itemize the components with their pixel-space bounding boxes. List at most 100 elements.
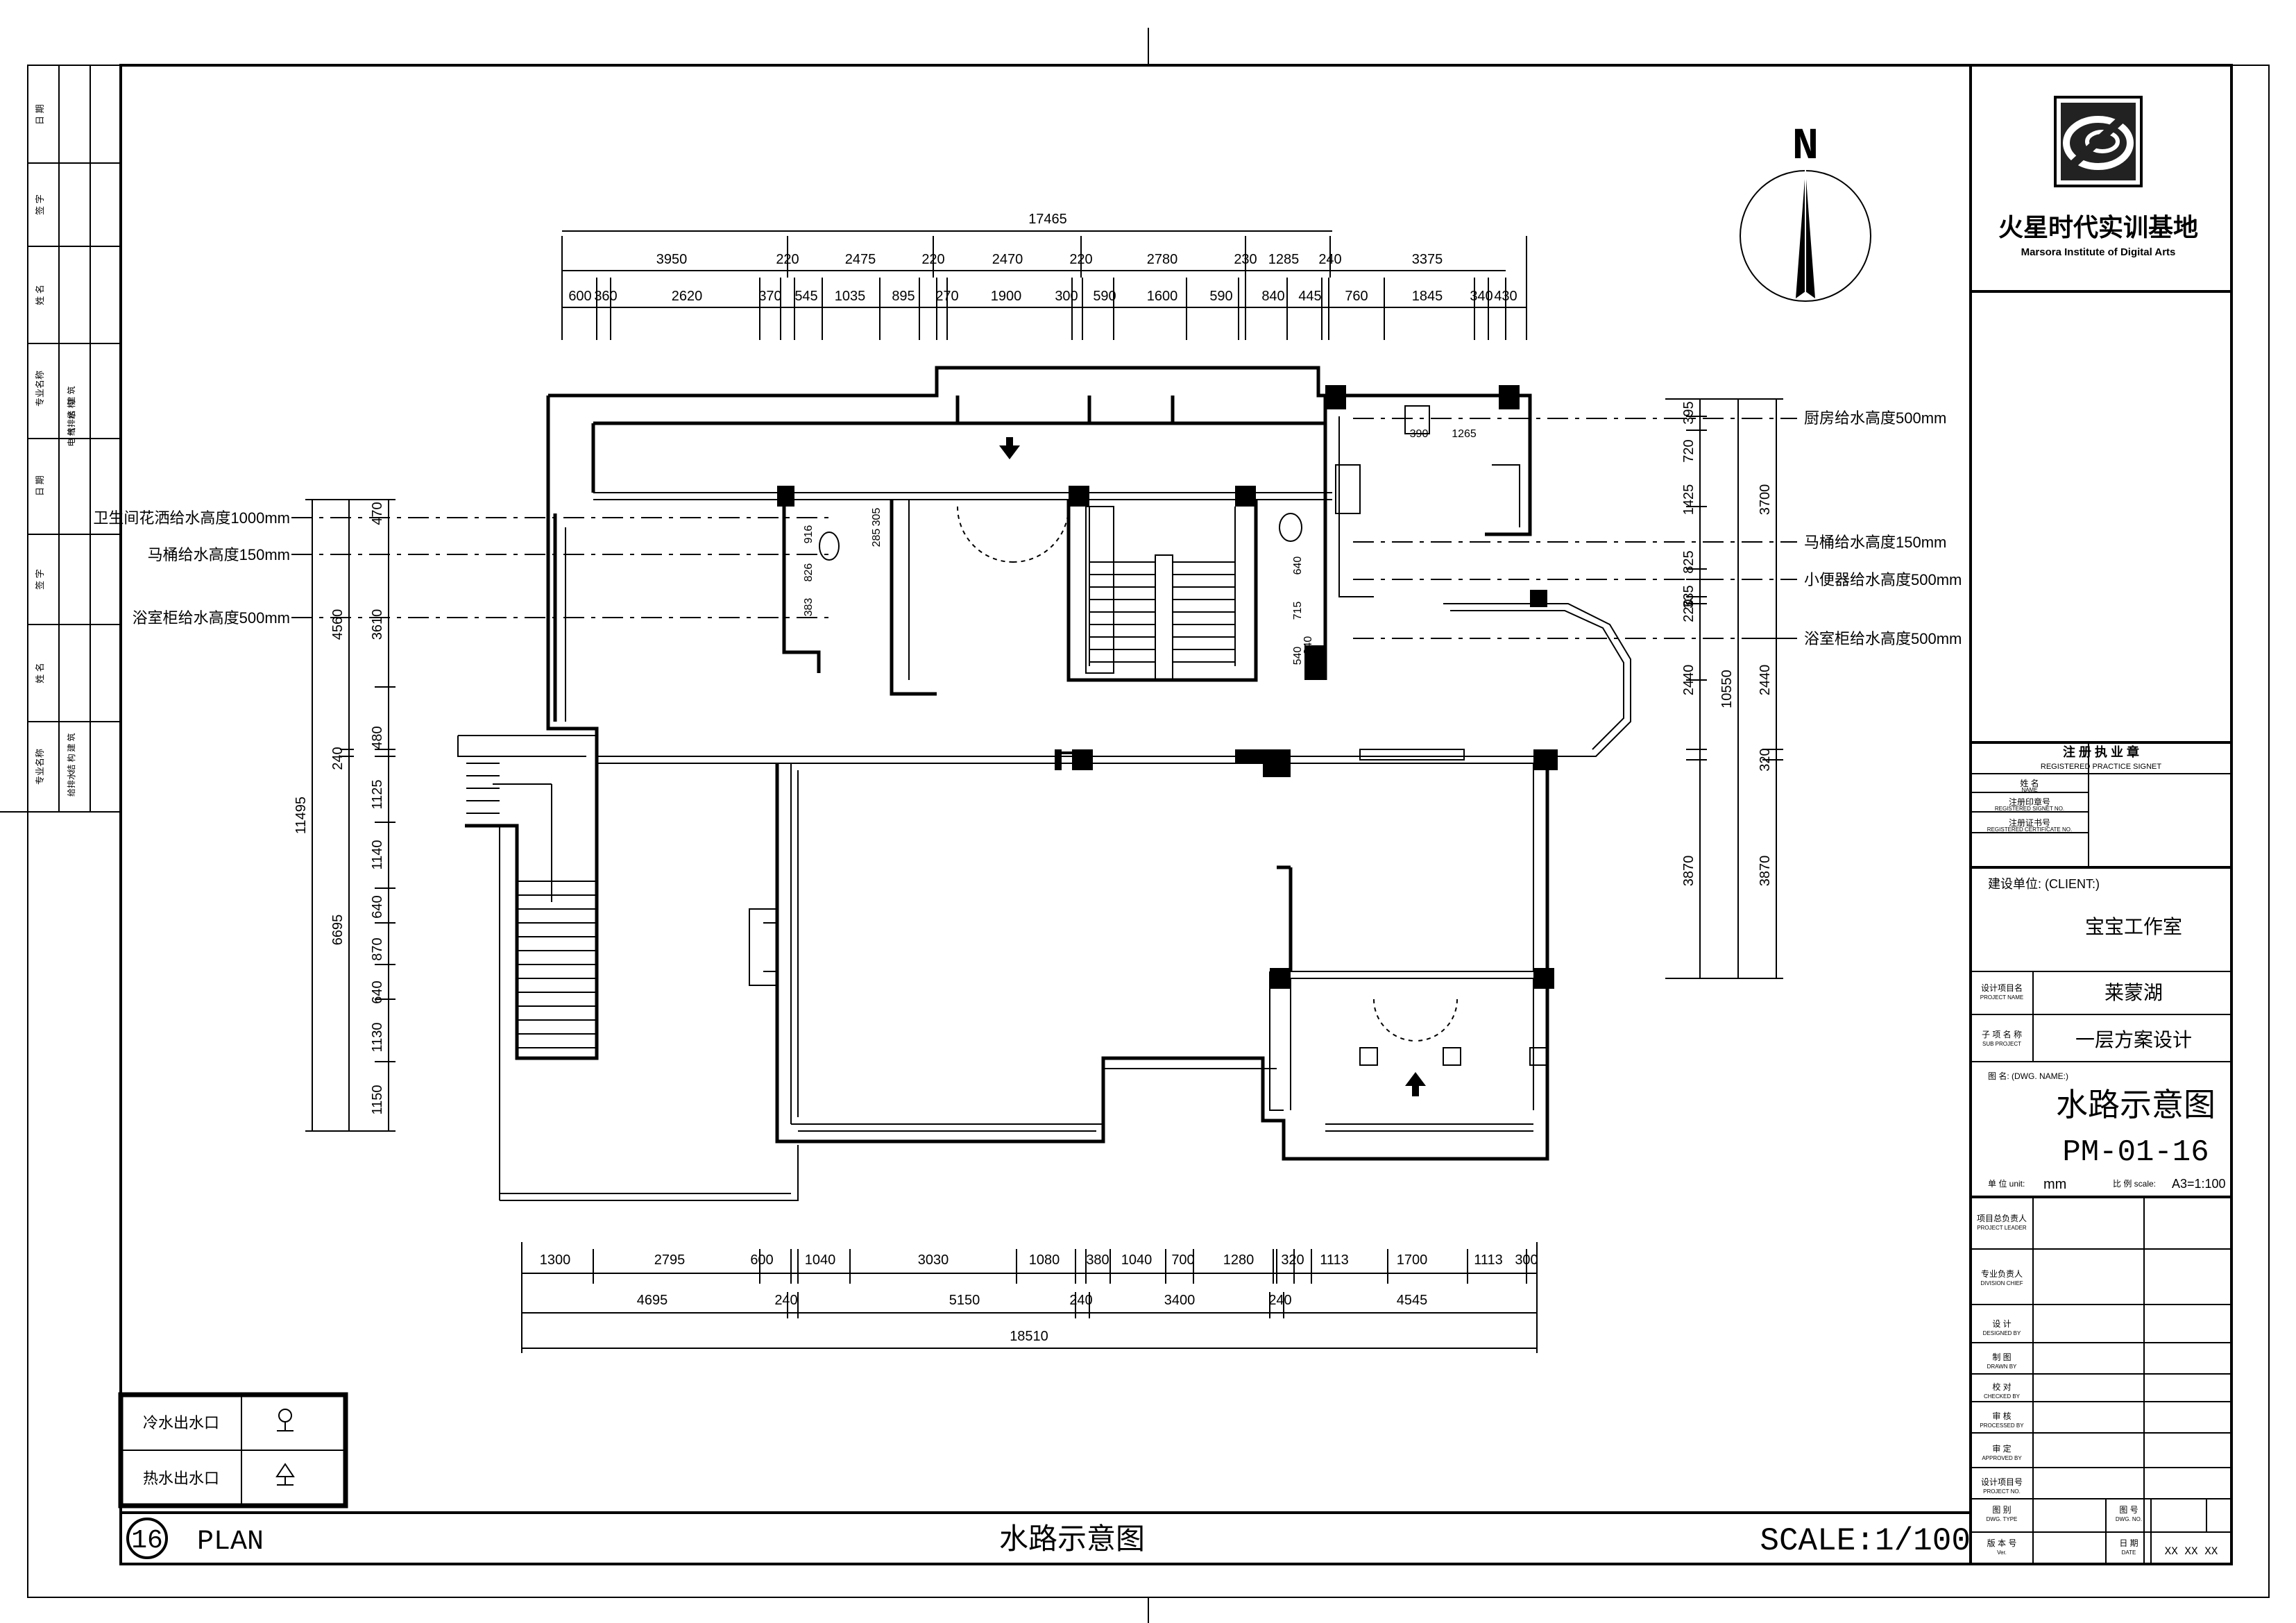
- signoff-label-cn: 校 对: [1992, 1382, 2011, 1392]
- dim-bottom-row1: 1080: [1029, 1252, 1060, 1268]
- staircase-exterior: [466, 763, 597, 1048]
- cert-no-en: REGISTERED CERTIFICATE NO.: [1987, 826, 2072, 833]
- door-swings: [957, 506, 1458, 1042]
- dim-left-total: 11495: [294, 797, 309, 834]
- strip-label: 签 字: [35, 194, 45, 215]
- dim-bottom-row2: 4545: [1397, 1293, 1428, 1308]
- seal-title-cn: 注 册 执 业 章: [2063, 745, 2139, 759]
- toilet-icon: [819, 513, 1302, 561]
- dim-top-row2: 220: [776, 252, 799, 267]
- annotation-left: 浴室柜给水高度500mm: [133, 609, 290, 627]
- annotation-right: 小便器给水高度500mm: [1804, 571, 1962, 588]
- company-logo-icon: [2054, 96, 2143, 187]
- signoff-label-en: PROJECT LEADER: [1977, 1225, 2027, 1231]
- dim-bottom-row2: 240: [1268, 1293, 1291, 1308]
- north-label: N: [1792, 122, 1819, 172]
- dwg-no-en: DWG. NO.: [2116, 1516, 2142, 1522]
- sub-label-en: SUB PROJECT: [1982, 1041, 2021, 1047]
- dimension-lines-top: [562, 230, 1527, 308]
- company-name-en: Marsora Institute of Digital Arts: [2021, 246, 2176, 258]
- dim-small: 826: [803, 563, 815, 582]
- dim-top-row3: 2620: [672, 289, 703, 304]
- dim-top-row2: 2470: [992, 252, 1023, 267]
- strip-label: 专业名称: [35, 371, 45, 407]
- dim-left-a: 4560: [330, 609, 346, 640]
- dim-small: 390: [1410, 428, 1429, 440]
- plan-number-circle: [126, 1518, 168, 1559]
- dim-top-row3: 760: [1345, 289, 1368, 304]
- dim-top-row2: 220: [1069, 252, 1092, 267]
- dim-top-row2: 220: [921, 252, 944, 267]
- ver-en: Ver.: [1997, 1549, 2007, 1556]
- dim-bottom-row1: 700: [1171, 1252, 1194, 1268]
- dim-left-b: 480: [370, 726, 385, 749]
- dim-small: 383: [803, 598, 815, 617]
- dim-bottom-row1: 320: [1281, 1252, 1304, 1268]
- dim-small: 640: [1292, 556, 1304, 575]
- cert-no-cn: 注册证书号: [2009, 817, 2050, 828]
- dwg-no-cn: 图 号: [2119, 1505, 2138, 1515]
- dim-small: 305: [871, 508, 883, 527]
- floor-plan-walls: [457, 366, 1631, 1201]
- signoff-label-cn: 审 核: [1992, 1411, 2011, 1421]
- annotation-right: 厨房给水高度500mm: [1804, 409, 1946, 427]
- dim-top-row3: 590: [1093, 289, 1116, 304]
- dim-top-row2: 2475: [845, 252, 876, 267]
- dim-top-row2: 2780: [1147, 252, 1178, 267]
- signoff-label-cn: 专业负责人: [1981, 1268, 2023, 1279]
- dim-top-row3: 445: [1298, 289, 1321, 304]
- title-block: [1969, 65, 2231, 1564]
- dim-right-a: 3870: [1758, 856, 1773, 887]
- signoff-label-en: DRAWN BY: [1987, 1363, 2017, 1370]
- unit-value: mm: [2043, 1177, 2066, 1192]
- annotation-right: 浴室柜给水高度500mm: [1804, 630, 1962, 647]
- strip-label: 姓 名: [35, 663, 45, 683]
- dim-bottom-row1: 1040: [1121, 1252, 1153, 1268]
- entrance-arrow-icon: [1405, 1072, 1426, 1096]
- dim-top-row2: 230: [1234, 252, 1257, 267]
- dim-top-row3: 360: [594, 289, 617, 304]
- dim-top-total: 17465: [1028, 212, 1067, 227]
- dim-bottom-row1: 1113: [1474, 1252, 1503, 1268]
- dim-top-row2: 240: [1318, 252, 1341, 267]
- annotation-right: 马桶给水高度150mm: [1804, 534, 1946, 551]
- signoff-label-cn: 审 定: [1992, 1443, 2011, 1454]
- dim-top-row3: 270: [935, 289, 958, 304]
- name-label-cn: 姓 名: [2020, 778, 2039, 788]
- signoff-label-en: APPROVED BY: [1982, 1455, 2022, 1461]
- dim-bottom-total: 18510: [1010, 1329, 1048, 1344]
- strip-sub: 电 气: [66, 427, 76, 446]
- dim-right-b: 220: [1681, 599, 1697, 622]
- plan-label: PLAN: [197, 1527, 264, 1558]
- dim-right-a: 320: [1758, 748, 1773, 771]
- dim-bottom-row1: 380: [1086, 1252, 1109, 1268]
- dim-small: 285: [871, 529, 883, 547]
- dim-bottom-row1: 1040: [805, 1252, 836, 1268]
- signoff-label-cn: 项目总负责人: [1977, 1214, 2027, 1223]
- dim-top-row3: 1600: [1147, 289, 1178, 304]
- dim-left-a: 6695: [330, 915, 346, 946]
- dim-top-row3: 1845: [1412, 289, 1443, 304]
- sink-icon: [1335, 405, 1430, 514]
- strip-sub: 结 构: [66, 754, 76, 772]
- client-name: 宝宝工作室: [2085, 916, 2182, 937]
- strip-label: 专业名称: [35, 749, 45, 785]
- strip-label: 日 期: [35, 475, 45, 496]
- dim-left-b: 640: [370, 980, 385, 1003]
- dim-bottom-row2: 240: [774, 1293, 797, 1308]
- seal-title-en: REGISTERED PRACTICE SIGNET: [2041, 763, 2161, 771]
- legend-box: [118, 1392, 348, 1509]
- dim-right-b: 3870: [1681, 856, 1697, 887]
- dim-right-b: 720: [1681, 439, 1697, 462]
- dim-top-row3: 1900: [991, 289, 1022, 304]
- dwg-name: 水路示意图: [2056, 1087, 2216, 1123]
- dwg-label: 图 名: (DWG. NAME:): [1988, 1071, 2068, 1081]
- dim-bottom-row1: 3030: [918, 1252, 949, 1268]
- dim-top-row2: 3950: [656, 252, 688, 267]
- name-label-en: NAME: [2021, 787, 2037, 793]
- signoff-label-en: DIVISION CHIEF: [1980, 1280, 2023, 1286]
- dim-right-total: 10550: [1719, 670, 1735, 708]
- signoff-label-cn: 设 计: [1992, 1319, 2011, 1329]
- unit-label: 单 位 unit:: [1988, 1178, 2025, 1189]
- ver-cn: 版 本 号: [1987, 1538, 2017, 1548]
